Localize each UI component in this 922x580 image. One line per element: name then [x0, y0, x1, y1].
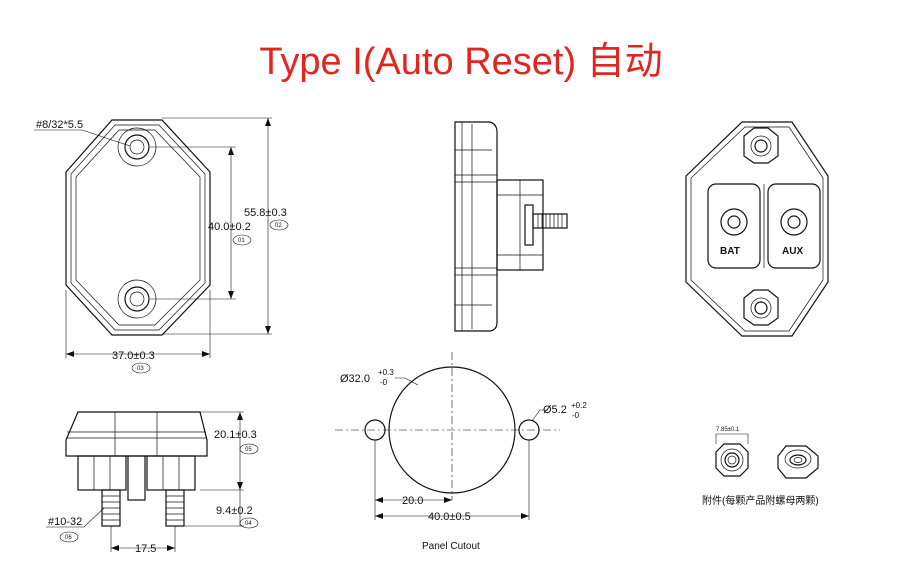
- dim-width: 37.0±0.3: [112, 350, 155, 362]
- dim-center-offset: 20.0: [402, 495, 423, 507]
- dim-height: 55.8±0.3: [244, 207, 287, 219]
- back-nut-top: [743, 127, 779, 164]
- front-view: #8/32*5.5 40.0±0.2 01 55.8±0.3 02 37.0±0…: [34, 117, 289, 374]
- accessory-caption: 附件(每颗产品附螺母两颗): [702, 494, 819, 507]
- terminal-aux-label: AUX: [782, 246, 803, 257]
- small-hole-tol-plus: +0.2: [571, 401, 587, 410]
- side-view: [454, 121, 568, 332]
- main-hole-tol-minus: -0: [380, 378, 388, 387]
- bottom-view: 20.1±0.3 05 9.4±0.2 04 #10-32 06 17.5: [46, 411, 259, 555]
- accessory: 7.85±0.1 附件(每颗产品附螺母两颗): [702, 427, 819, 507]
- dim-stud-length: 9.4±0.2: [216, 505, 253, 517]
- main-hole-dim: Ø32.0: [340, 373, 370, 385]
- back-view: BAT AUX: [685, 121, 829, 337]
- nut-front-icon: [715, 443, 749, 477]
- stud-thread-label: #10-32: [48, 516, 82, 528]
- tag-01: 01: [238, 238, 245, 244]
- back-nut-bottom: [743, 289, 779, 326]
- tag-02: 02: [275, 223, 282, 229]
- main-cutout-hole: [388, 366, 516, 494]
- dim-cutout-spacing: 40.0±0.5: [428, 511, 471, 523]
- tag-06: 06: [65, 535, 72, 541]
- tag-04: 04: [245, 521, 252, 527]
- panel-cutout: Ø32.0 +0.3 -0 Ø5.2 +0.2 -0 20.0 40.0±0.5…: [335, 352, 587, 552]
- main-hole-tol-plus: +0.3: [378, 368, 394, 377]
- tag-05: 05: [245, 447, 252, 453]
- dim-stud-spacing: 17.5: [135, 543, 156, 555]
- nut-iso-icon: [777, 445, 819, 479]
- tag-03: 03: [137, 366, 144, 372]
- terminal-bat-label: BAT: [720, 246, 740, 257]
- panel-cutout-caption: Panel Cutout: [422, 541, 480, 552]
- small-hole-dim: Ø5.2: [543, 404, 567, 416]
- dim-body-height: 20.1±0.3: [214, 429, 257, 441]
- small-hole-tol-minus: -0: [572, 411, 580, 420]
- front-hole-bottom: [117, 279, 157, 319]
- nut-dim-label: 7.85±0.1: [716, 427, 740, 433]
- dim-hole-spacing: 40.0±0.2: [208, 221, 251, 233]
- thread-label-front: #8/32*5.5: [36, 119, 83, 131]
- page-title: Type I(Auto Reset) 自动: [259, 41, 663, 83]
- front-body-outline: [65, 119, 211, 336]
